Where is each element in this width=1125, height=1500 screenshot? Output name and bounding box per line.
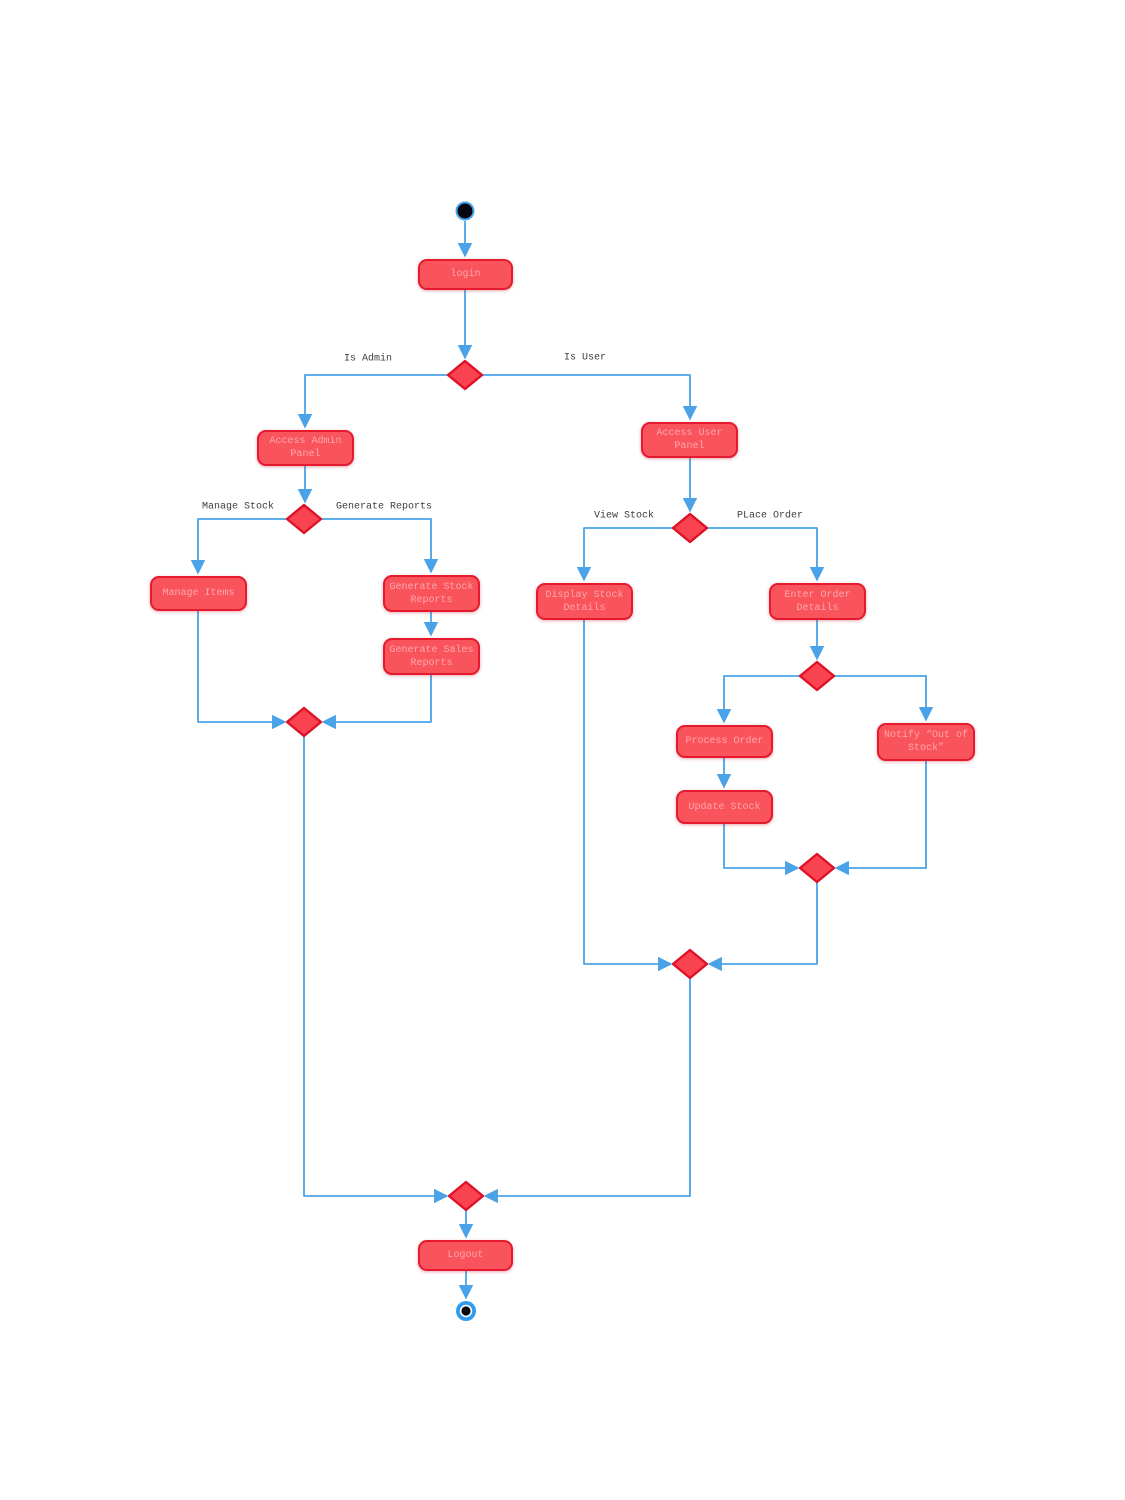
activity-generate-sales-reports: Generate Sales Reports bbox=[383, 638, 480, 675]
activity-logout: Logout bbox=[418, 1240, 513, 1271]
edge-label-view-stock: View Stock bbox=[593, 510, 655, 522]
merge-admin bbox=[285, 706, 323, 738]
start-node bbox=[455, 201, 475, 221]
activity-display-stock-details: Display Stock Details bbox=[536, 583, 633, 620]
edge-sales-reports-to-admin-merge bbox=[321, 675, 432, 730]
decision-manage-or-reports bbox=[285, 503, 323, 535]
edge-is-user bbox=[482, 374, 698, 421]
activity-manage-items: Manage Items bbox=[150, 576, 247, 611]
edge-label-place-order: PLace Order bbox=[736, 510, 804, 522]
decision-view-or-order bbox=[671, 512, 709, 544]
edge-label-is-admin: Is Admin bbox=[343, 353, 393, 365]
activity-access-user-panel: Access User Panel bbox=[641, 422, 738, 458]
merge-user bbox=[671, 948, 709, 980]
activity-notify-out-of-stock: Notify “Out of Stock” bbox=[877, 723, 975, 761]
edge-notify-to-order-merge bbox=[834, 761, 927, 876]
edge-order-merge-to-user-merge bbox=[707, 882, 818, 972]
edge-is-admin bbox=[297, 374, 448, 429]
edge-manage-items-to-admin-merge bbox=[197, 611, 287, 730]
edge-out-of-stock bbox=[834, 675, 934, 722]
merge-final bbox=[447, 1180, 485, 1212]
activity-generate-stock-reports: Generate Stock Reports bbox=[383, 575, 480, 612]
edge-label-is-user: Is User bbox=[563, 352, 607, 364]
edge-admin-merge-to-final-merge bbox=[303, 736, 449, 1204]
activity-access-admin-panel: Access Admin Panel bbox=[257, 430, 354, 466]
activity-process-order: Process Order bbox=[676, 725, 773, 758]
edge-view-stock bbox=[576, 527, 673, 582]
activity-update-stock: Update Stock bbox=[676, 790, 773, 824]
activity-enter-order-details: Enter Order Details bbox=[769, 583, 866, 620]
activity-login: login bbox=[418, 259, 513, 290]
decision-stock-availability bbox=[798, 660, 836, 692]
edge-label-generate-reports: Generate Reports bbox=[335, 501, 433, 513]
edge-generate-reports bbox=[321, 518, 439, 574]
edge-manage-stock bbox=[190, 518, 287, 575]
edge-display-stock-to-user-merge bbox=[583, 620, 673, 972]
decision-admin-or-user bbox=[446, 359, 484, 391]
edge-in-stock bbox=[716, 675, 800, 724]
edge-update-stock-to-order-merge bbox=[723, 824, 800, 876]
end-node bbox=[456, 1301, 476, 1321]
edge-place-order bbox=[707, 527, 825, 582]
edge-user-merge-to-final-merge bbox=[483, 978, 691, 1204]
edge-label-manage-stock: Manage Stock bbox=[201, 501, 275, 513]
merge-order bbox=[798, 852, 836, 884]
